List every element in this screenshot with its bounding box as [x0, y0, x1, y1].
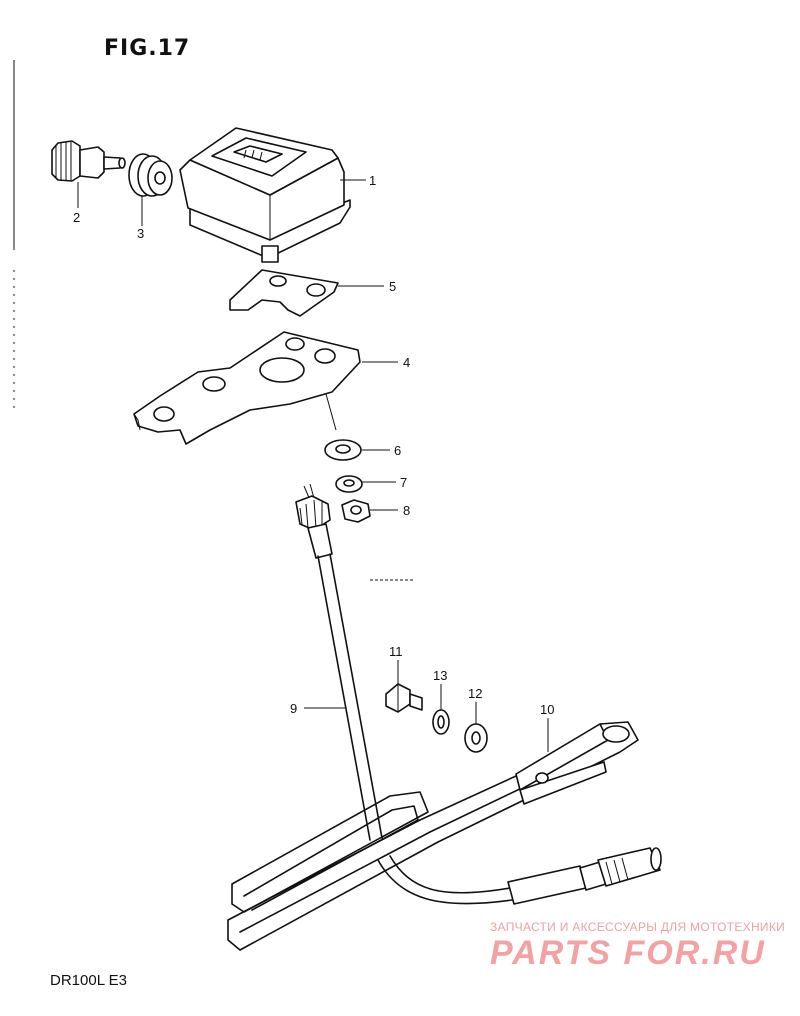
callout-9: 9: [290, 701, 297, 716]
part-1-meter-housing: [179, 127, 351, 263]
watermark-brand: PARTS FOR.RU: [490, 934, 766, 972]
callout-11: 11: [389, 644, 403, 659]
callout-12: 12: [468, 686, 482, 701]
part-8-nut: [341, 499, 371, 523]
part-5-plate: [229, 269, 339, 317]
part-2-fitting: [51, 140, 126, 182]
callout-13: 13: [433, 668, 447, 683]
callout-3: 3: [137, 226, 144, 241]
callout-4: 4: [403, 355, 410, 370]
part-4-bracket: [133, 331, 361, 445]
callout-6: 6: [394, 443, 401, 458]
part-3-grommet: [128, 153, 173, 197]
part-11-bolt: [385, 683, 423, 713]
part-9-cable: [295, 483, 662, 905]
watermark-tagline: ЗАПЧАСТИ И АКСЕССУАРЫ ДЛЯ МОТОТЕХНИКИ: [490, 920, 786, 934]
callout-8: 8: [403, 503, 410, 518]
callout-1: 1: [369, 173, 376, 188]
model-code: DR100L E3: [50, 972, 127, 989]
part-12-washer: [464, 723, 488, 753]
part-6-washer: [324, 439, 362, 461]
part-10-stay: [227, 721, 639, 951]
part-7-lock-washer: [335, 475, 363, 493]
callout-5: 5: [389, 279, 396, 294]
figure-title: FIG.17: [104, 36, 191, 61]
leader-4-stem: [325, 393, 337, 431]
callout-7: 7: [400, 475, 407, 490]
callout-2: 2: [73, 210, 80, 225]
part-13-lock-washer: [432, 709, 450, 735]
callout-10: 10: [540, 702, 554, 717]
